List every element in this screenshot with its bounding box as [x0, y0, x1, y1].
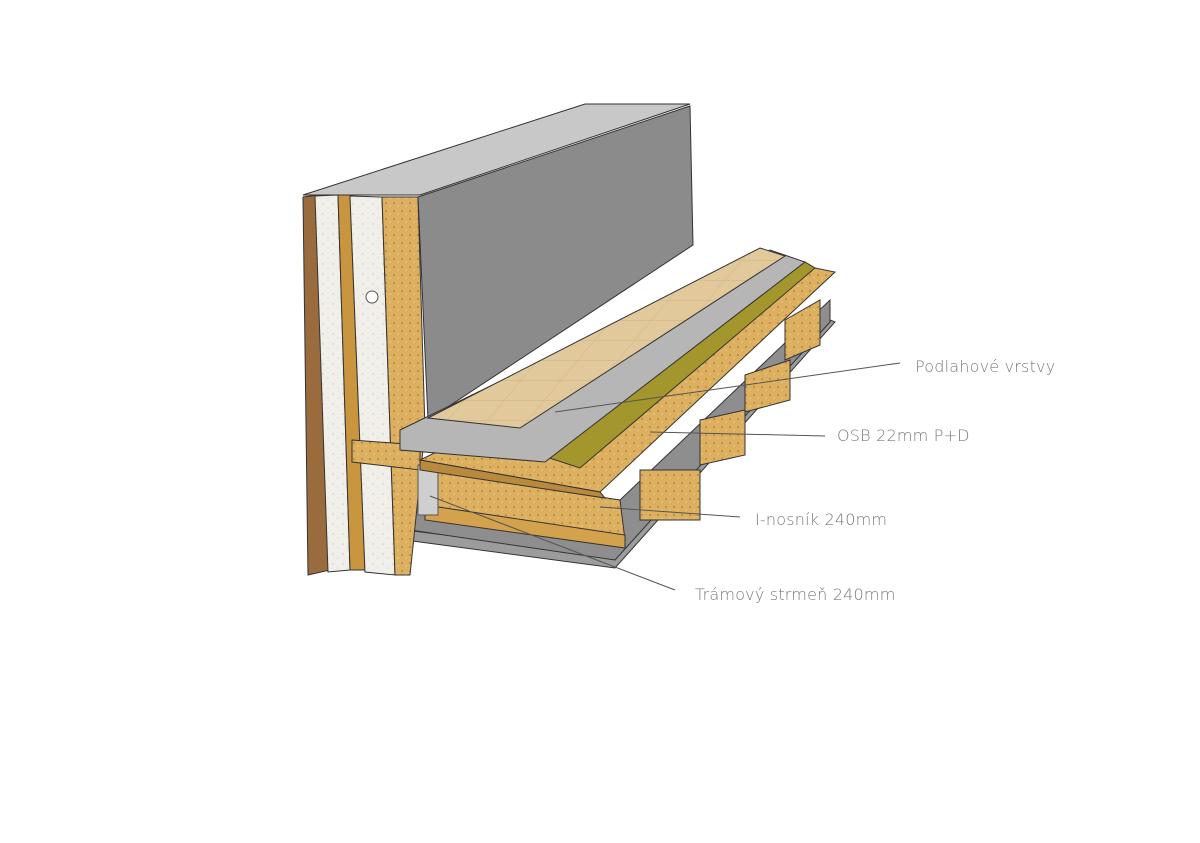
leader-line-i-beam: [599, 506, 741, 518]
label-i-beam: I-nosník 240mm: [755, 510, 888, 529]
leader-line-osb: [649, 431, 826, 437]
leader-line-floor-layers: [554, 362, 901, 413]
floor-layers: [399, 247, 837, 499]
label-floor-layers: Podlahové vrstvy: [915, 357, 1056, 376]
label-joist-hanger: Trámový strmeň 240mm: [695, 585, 896, 604]
wall-layers: [302, 103, 694, 576]
leader-line-joist-hanger: [429, 495, 676, 591]
label-osb: OSB 22mm P+D: [837, 426, 970, 445]
i-beams: [424, 299, 821, 549]
